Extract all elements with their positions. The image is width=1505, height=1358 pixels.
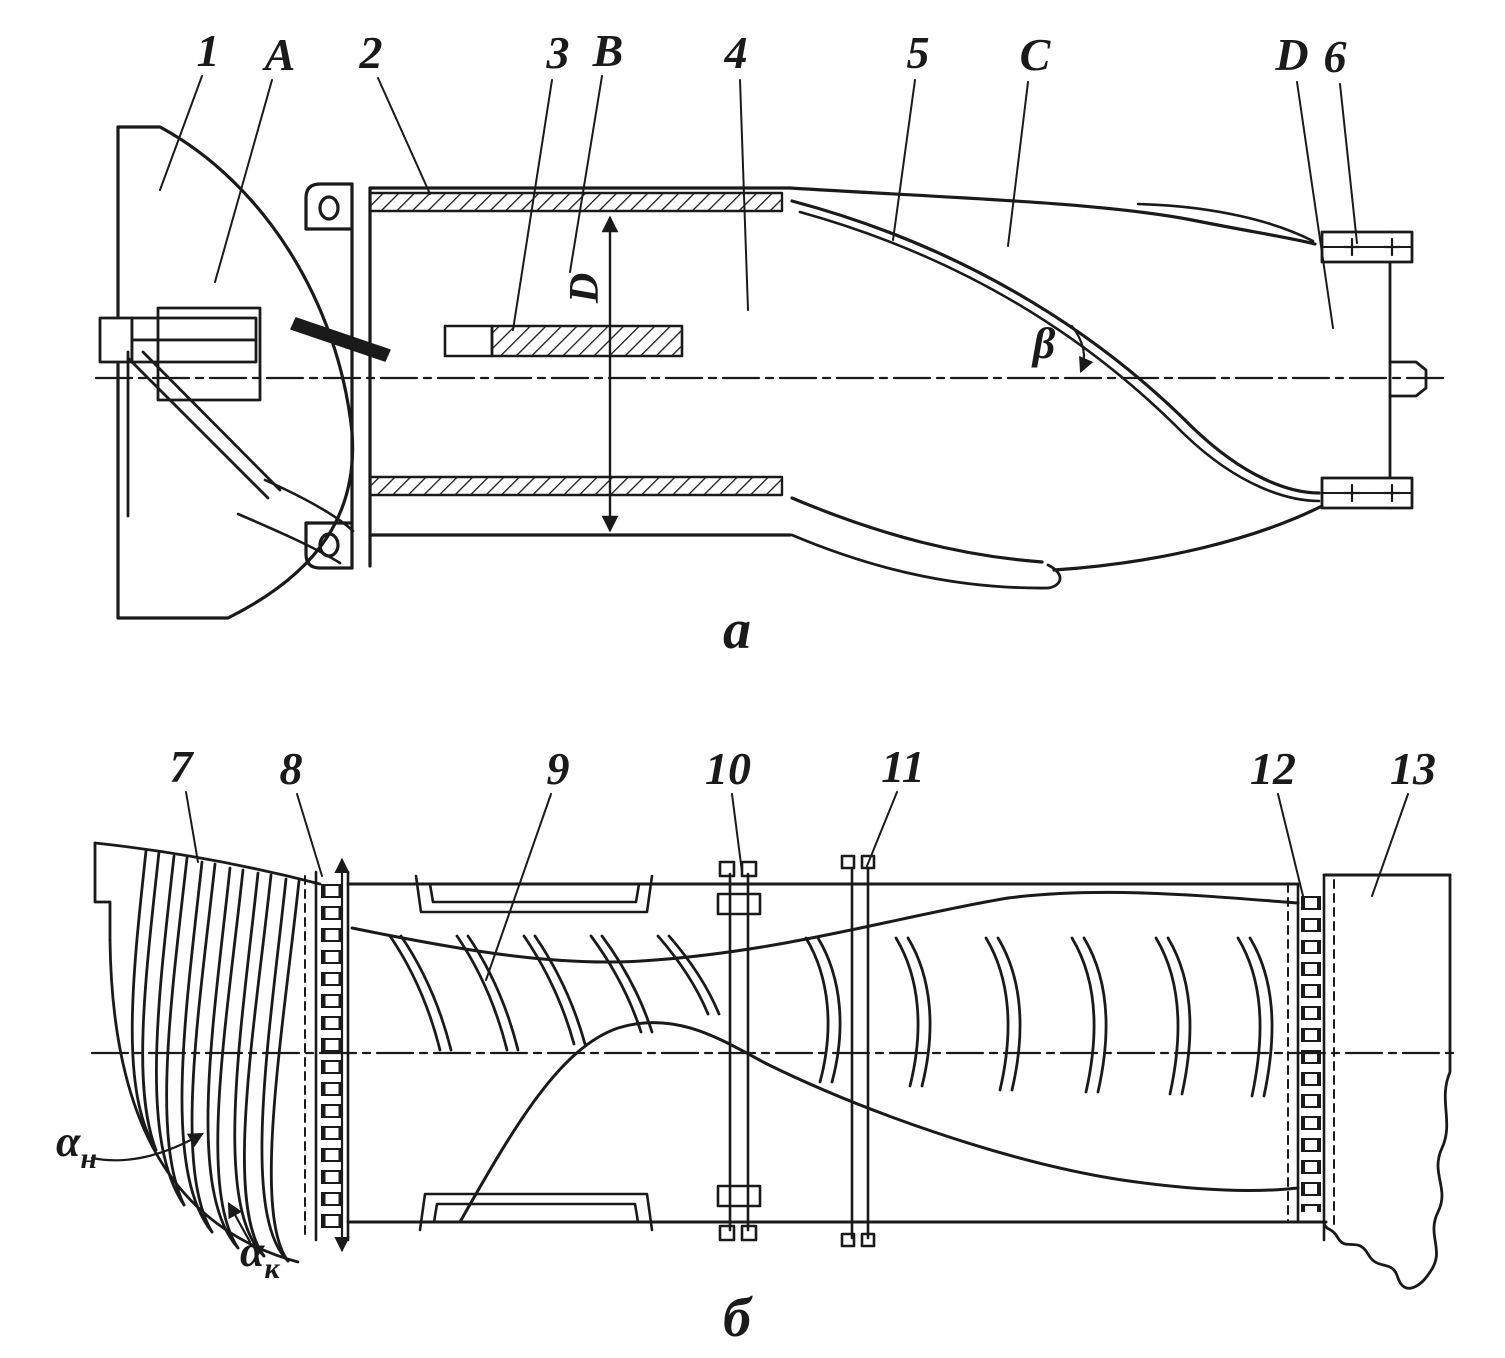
bolt-cross-marks-top: [1342, 237, 1402, 257]
stator-vanes-rear: [804, 936, 1274, 1098]
inner-rod: [443, 324, 684, 358]
propeller-blade: [116, 125, 355, 620]
part-label-8: 8: [280, 743, 303, 794]
beta-angle-label: β: [1031, 319, 1056, 368]
duct-walls: [368, 186, 792, 537]
part-label-4: 4: [724, 27, 748, 78]
leader-lines-bottom: [185, 791, 1409, 981]
part-label-6: 6: [1324, 31, 1347, 82]
part-label-D: D: [1274, 29, 1308, 80]
stator-vanes-front: [388, 934, 721, 1052]
part-label-5: 5: [907, 27, 930, 78]
hub-pin: [290, 317, 391, 362]
part-label-3: 3: [546, 27, 570, 78]
beta-angle-arrow: [1070, 324, 1094, 374]
part-label-1: 1: [197, 25, 220, 76]
nozzle-contours: [788, 186, 1324, 590]
dimension-label-D: D: [562, 273, 608, 304]
part-label-9: 9: [547, 743, 570, 794]
bottom-diagram: [90, 791, 1457, 1290]
hub-contours: [350, 890, 1300, 1224]
duct-walls-bottom: [346, 882, 1328, 1224]
alpha-k-arrow: [227, 1201, 252, 1244]
hub-assembly: [98, 306, 391, 518]
part-label-11: 11: [881, 741, 924, 792]
caption-b: б: [723, 1287, 753, 1349]
bolted-joint-12: [1287, 873, 1335, 1242]
flange-hole-bottom: [318, 532, 340, 558]
impeller-blades: [93, 841, 322, 1264]
flange-10: [716, 860, 762, 1242]
part-label-10: 10: [705, 743, 751, 794]
part-label-13: 13: [1390, 743, 1436, 794]
leader-lines-top: [159, 75, 1358, 331]
part-label-A: A: [262, 29, 296, 80]
mounting-brackets: [414, 874, 654, 1232]
flange-hole-top: [318, 195, 340, 221]
bolt-cross-marks-bottom: [1342, 483, 1402, 503]
part-label-2: 2: [359, 27, 383, 78]
bolted-joint-8: [304, 857, 350, 1253]
top-diagram: [94, 75, 1450, 620]
part-label-B: B: [592, 25, 624, 76]
tail-section: [1322, 873, 1452, 1290]
part-label-7: 7: [170, 741, 195, 792]
flange-11: [840, 854, 876, 1248]
caption-a: а: [723, 599, 751, 661]
part-label-12: 12: [1250, 743, 1296, 794]
alpha-n-arrow: [90, 1132, 205, 1162]
torn-edge: [1322, 873, 1452, 1290]
alpha-k-label: αк: [240, 1227, 280, 1285]
alpha-n-label: αн: [56, 1117, 97, 1175]
upper-wall-hatched: [368, 191, 784, 213]
lower-wall-hatched: [368, 475, 784, 497]
part-label-C: C: [1020, 29, 1052, 80]
angle-annotations: [90, 1132, 252, 1244]
exit-flange-assembly: [1320, 230, 1428, 510]
